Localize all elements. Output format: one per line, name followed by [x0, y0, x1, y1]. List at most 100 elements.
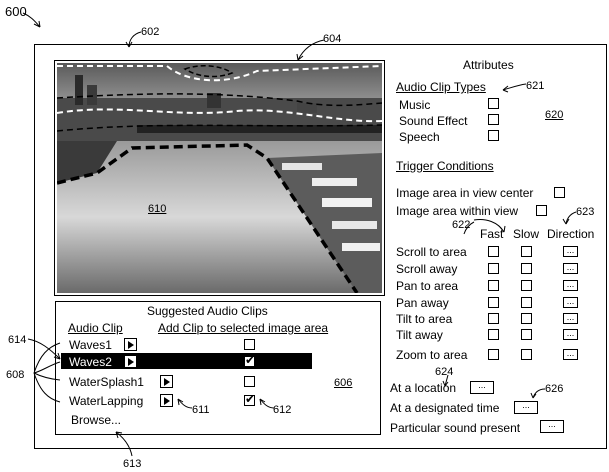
- scroll-to-area-fast-checkbox[interactable]: [488, 246, 499, 257]
- clip-name[interactable]: Waves1: [69, 338, 112, 352]
- pan-away-direction-button[interactable]: ...: [563, 297, 578, 308]
- leader-611: [177, 398, 193, 409]
- ref-611: 611: [192, 404, 210, 416]
- tilt-away-slow-checkbox[interactable]: [521, 329, 532, 340]
- boat: [322, 198, 372, 207]
- leader-614-608: [27, 338, 61, 403]
- sound-present-button[interactable]: ...: [540, 420, 564, 433]
- clip-name[interactable]: WaterLapping: [69, 394, 144, 408]
- suggested-clips-title: Suggested Audio Clips: [147, 304, 268, 318]
- clip-name[interactable]: WaterSplash1: [69, 375, 144, 389]
- building: [207, 93, 221, 108]
- leader-622: [463, 219, 506, 235]
- at-time-button[interactable]: ...: [514, 401, 538, 414]
- bridge: [137, 125, 382, 133]
- trigger-tilt-to-area: Tilt to area: [396, 312, 453, 326]
- zoom-to-area-slow-checkbox[interactable]: [521, 349, 532, 360]
- suggested-clips-panel: [55, 301, 381, 435]
- zoom-to-area-direction-button[interactable]: ...: [563, 349, 578, 360]
- clip-type-speech-label: Speech: [399, 130, 440, 144]
- column-fast: Fast: [480, 227, 504, 241]
- tilt-to-area-direction-button[interactable]: ...: [563, 313, 578, 324]
- tilt-to-area-slow-checkbox[interactable]: [521, 313, 532, 324]
- pan-to-area-fast-checkbox[interactable]: [488, 280, 499, 291]
- right-dock: [267, 153, 382, 293]
- image-view[interactable]: [57, 63, 382, 293]
- at-location-button[interactable]: ...: [470, 381, 494, 394]
- tilt-away-fast-checkbox[interactable]: [488, 329, 499, 340]
- scroll-away-slow-checkbox[interactable]: [521, 263, 532, 274]
- clip-type-sound-effect-checkbox[interactable]: [488, 114, 499, 125]
- trigger-conditions-label: Trigger Conditions: [396, 159, 494, 173]
- pan-away-slow-checkbox[interactable]: [521, 297, 532, 308]
- zoom-to-area-fast-checkbox[interactable]: [488, 349, 499, 360]
- leader-604: [296, 39, 325, 61]
- tilt-to-area-fast-checkbox[interactable]: [488, 313, 499, 324]
- clip-type-speech-checkbox[interactable]: [488, 130, 499, 141]
- add-clip-checkbox[interactable]: [244, 339, 255, 350]
- image-area-center-checkbox[interactable]: [554, 187, 565, 198]
- scroll-away-fast-checkbox[interactable]: [488, 263, 499, 274]
- trigger-pan-to-area: Pan to area: [396, 279, 459, 293]
- trigger-pan-away: Pan away: [396, 296, 449, 310]
- at-time-label: At a designated time: [390, 401, 500, 415]
- clip-type-sound-effect-label: Sound Effect: [399, 114, 468, 128]
- sky-area-outline: [57, 65, 382, 123]
- ref-614: 614: [8, 334, 27, 346]
- figure-arrow: [22, 12, 41, 28]
- scroll-away-direction-button[interactable]: ...: [563, 263, 578, 274]
- pan-to-area-direction-button[interactable]: ...: [563, 280, 578, 291]
- trigger-zoom-to-area: Zoom to area: [396, 348, 468, 362]
- scroll-to-area-slow-checkbox[interactable]: [521, 246, 532, 257]
- building: [297, 103, 317, 113]
- ref-606: 606: [334, 377, 353, 389]
- sound-present-label: Particular sound present: [390, 421, 521, 435]
- clip-type-music-label: Music: [399, 98, 431, 112]
- boat: [342, 243, 380, 251]
- leader-613: [115, 431, 133, 457]
- ref-620: 620: [545, 109, 564, 121]
- figure-number: 600: [5, 4, 27, 19]
- building: [75, 75, 83, 105]
- play-icon[interactable]: [124, 355, 137, 368]
- attributes-title: Attributes: [463, 58, 514, 72]
- clip-type-music-checkbox[interactable]: [488, 98, 499, 109]
- boat: [332, 221, 377, 229]
- leader-612: [259, 398, 275, 409]
- ref-621: 621: [526, 80, 545, 92]
- boat: [312, 178, 357, 186]
- scroll-to-area-direction-button[interactable]: ...: [563, 246, 578, 257]
- tilt-away-direction-button[interactable]: ...: [563, 329, 578, 340]
- city-area-outline: [57, 93, 382, 132]
- play-icon[interactable]: [160, 394, 173, 407]
- trigger-scroll-away: Scroll away: [396, 262, 458, 276]
- image-area-center-label: Image area in view center: [396, 186, 534, 200]
- leader-602: [125, 31, 142, 48]
- ref-624: 624: [435, 366, 454, 378]
- play-icon[interactable]: [124, 338, 137, 351]
- browse-link[interactable]: Browse...: [71, 413, 122, 427]
- add-clip-checkbox[interactable]: [244, 392, 255, 406]
- ref-622: 622: [452, 219, 471, 231]
- leader-621: [502, 83, 527, 93]
- clip-name[interactable]: Waves2: [69, 355, 112, 369]
- ref-608: 608: [6, 369, 25, 381]
- add-clip-checkbox[interactable]: [244, 376, 255, 387]
- at-location-label: At a location: [390, 381, 457, 395]
- pan-away-fast-checkbox[interactable]: [488, 297, 499, 308]
- image-area-within-label: Image area within view: [396, 204, 519, 218]
- ref-623: 623: [576, 206, 595, 218]
- leader-624: [442, 374, 449, 387]
- play-icon[interactable]: [160, 375, 173, 388]
- building: [87, 85, 97, 105]
- pan-to-area-slow-checkbox[interactable]: [521, 280, 532, 291]
- image-viewer-frame: [54, 60, 385, 296]
- ref-602: 602: [141, 26, 160, 38]
- ref-604: 604: [323, 33, 342, 45]
- trigger-tilt-away: Tilt away: [396, 328, 443, 342]
- water-area-outline: [57, 143, 359, 293]
- main-window: [34, 44, 607, 449]
- add-clip-checkbox[interactable]: [244, 353, 255, 367]
- column-add-clip: Add Clip to selected image area: [158, 321, 329, 335]
- image-area-within-checkbox[interactable]: [536, 205, 547, 216]
